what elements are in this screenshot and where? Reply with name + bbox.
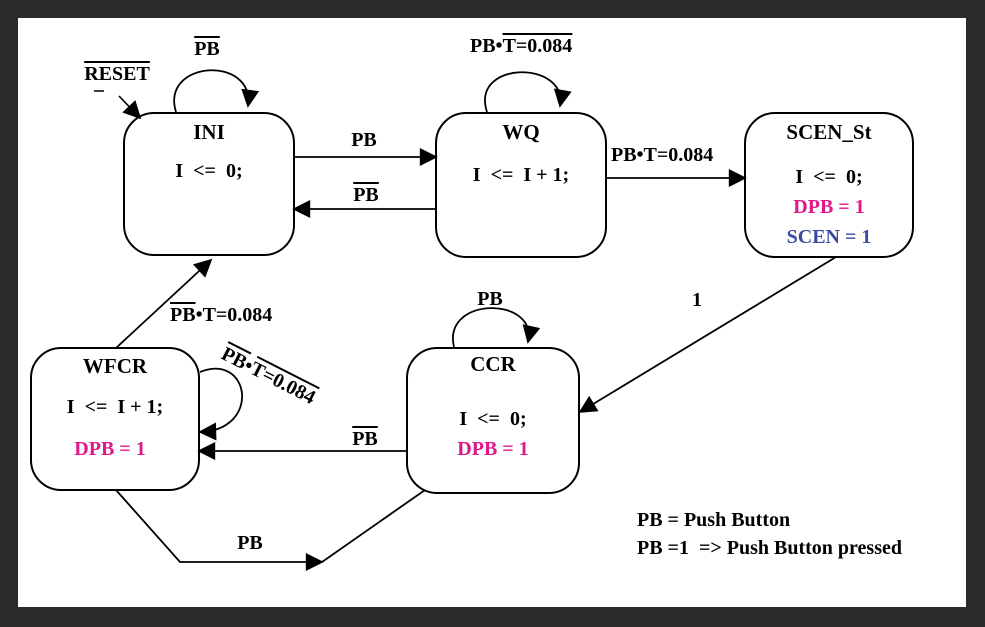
wfcr-to-ccr-return [321, 489, 426, 563]
state-wq-action: I <= I + 1; [473, 164, 569, 186]
ini-self-loop [173, 69, 260, 113]
wfcr-to-ccr-path [115, 489, 324, 571]
wfcr-self-label-c: T=0.084 [247, 358, 319, 409]
scen-to-ccr-arrow [578, 256, 837, 413]
ini-to-wq-label: PB [351, 129, 377, 151]
state-ini-box [123, 112, 295, 256]
wq-to-ini-label: PB [353, 184, 379, 206]
state-ini-name: INI [193, 120, 225, 144]
state-ccr-dpb: DPB = 1 [457, 438, 528, 460]
state-scen-scen: SCEN = 1 [787, 226, 872, 248]
state-scen-name: SCEN_St [786, 120, 871, 144]
ccr-self-label: PB [477, 288, 503, 310]
state-wfcr-name: WFCR [83, 354, 148, 378]
wq-self-loop [484, 71, 572, 113]
state-wq-name: WQ [502, 120, 539, 144]
reset-label: RESET [84, 63, 150, 85]
wfcr-to-ccr-label: PB [237, 532, 263, 554]
wq-self-label-a: PB• [470, 35, 503, 57]
ccr-to-wfcr-label: PB [352, 428, 378, 450]
legend-line-1: PB = Push Button [637, 509, 790, 531]
state-wfcr-action: I <= I + 1; [67, 396, 163, 418]
wfcr-to-ini-label-b: •T=0.084 [196, 304, 273, 326]
wq-self-label: PB•T=0.084 [470, 35, 572, 57]
wfcr-to-ini-arrow [115, 258, 213, 349]
wq-to-scen-label: PB•T=0.084 [611, 144, 713, 166]
legend-line-2: PB =1 => Push Button pressed [637, 537, 902, 559]
wq-self-label-b: T=0.084 [503, 35, 573, 57]
wfcr-to-ini-label-a: PB [170, 304, 196, 326]
state-wfcr-box [30, 347, 200, 491]
wfcr-self-loop [198, 368, 243, 441]
state-ccr-action: I <= 0; [459, 408, 526, 430]
scen-to-ccr-label: 1 [692, 289, 702, 311]
state-wfcr-dpb: DPB = 1 [74, 438, 145, 460]
wfcr-to-ini-label: PB•T=0.084 [170, 304, 272, 326]
state-ini-action: I <= 0; [175, 160, 242, 182]
ccr-self-loop [452, 307, 541, 348]
state-scen-action: I <= 0; [795, 166, 862, 188]
reset-arrow [118, 95, 142, 120]
state-ccr-box [406, 347, 580, 494]
state-wq-box [435, 112, 607, 258]
state-scen-dpb: DPB = 1 [793, 196, 864, 218]
ini-self-label: PB [194, 38, 220, 60]
state-ccr-name: CCR [470, 352, 516, 376]
